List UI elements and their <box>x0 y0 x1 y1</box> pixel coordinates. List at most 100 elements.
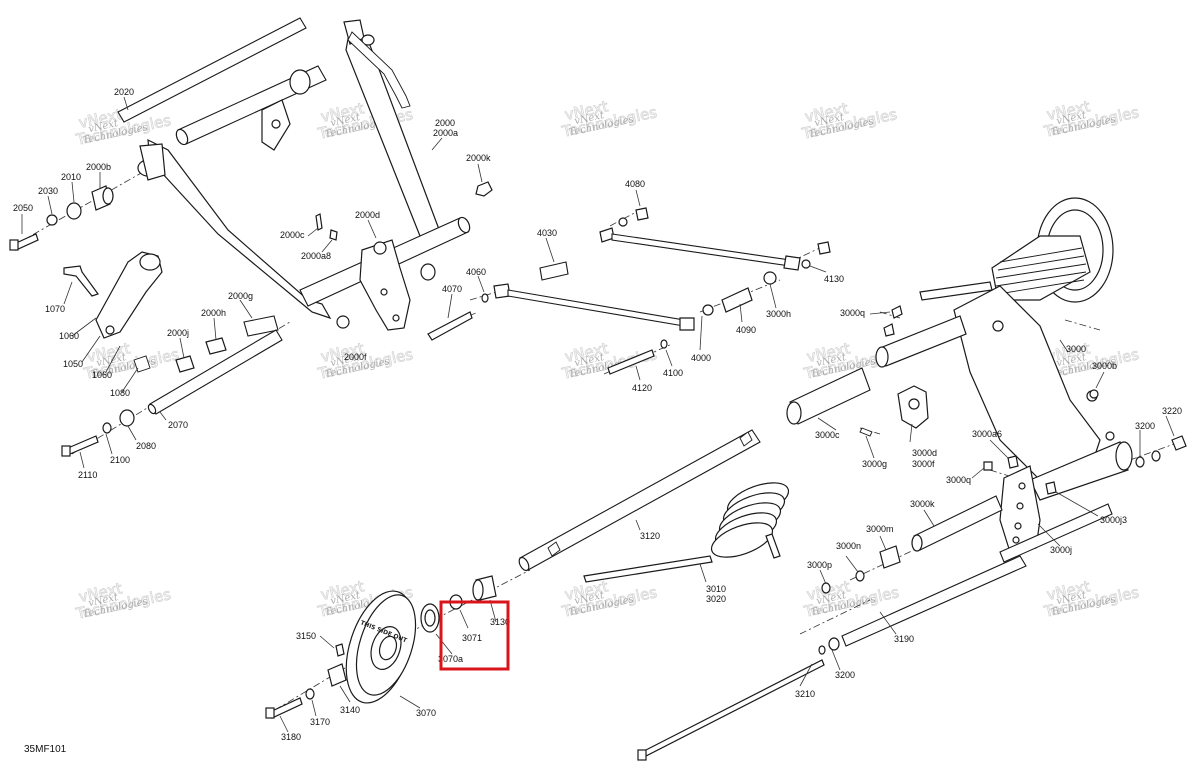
small-bolts-2000c <box>315 213 338 241</box>
label-3000j[interactable]: 3000j <box>1050 545 1072 555</box>
label-4080[interactable]: 4080 <box>625 179 645 189</box>
label-3000f[interactable]: 3000f <box>912 459 935 469</box>
label-4070[interactable]: 4070 <box>442 284 462 294</box>
label-2000g[interactable]: 2000g <box>228 291 253 301</box>
label-3000k[interactable]: 3000k <box>910 499 935 509</box>
label-4000[interactable]: 4000 <box>691 353 711 363</box>
label-3000h[interactable]: 3000h <box>766 309 791 319</box>
label-2080[interactable]: 2080 <box>136 441 156 451</box>
label-3000p[interactable]: 3000p <box>807 560 832 570</box>
front-arm-assembly <box>117 17 471 331</box>
label-2110[interactable]: 2110 <box>78 470 97 480</box>
label-3000q-upper[interactable]: 3000q <box>840 308 865 318</box>
label-3120[interactable]: 3120 <box>640 531 660 541</box>
label-2000[interactable]: 2000 <box>435 118 455 128</box>
label-3000m[interactable]: 3000m <box>866 524 894 534</box>
label-3190[interactable]: 3190 <box>894 634 914 644</box>
label-3000[interactable]: 3000 <box>1066 344 1086 354</box>
label-2000a[interactable]: 2000a <box>433 128 458 138</box>
label-2050[interactable]: 2050 <box>13 203 33 213</box>
idler-wheel-group: THIS SIDE OUT <box>265 575 497 719</box>
label-2070[interactable]: 2070 <box>168 420 188 430</box>
bolt-4070 <box>427 311 473 341</box>
label-3200-lower[interactable]: 3200 <box>835 670 855 680</box>
label-2000h[interactable]: 2000h <box>201 308 226 318</box>
label-3130[interactable]: 3130 <box>490 617 510 627</box>
label-1060b[interactable]: 1060 <box>92 370 112 380</box>
rear-frame-plate <box>953 285 1101 481</box>
upper-left-fasteners <box>9 181 493 251</box>
label-3000d[interactable]: 3000d <box>912 448 937 458</box>
nut-4130 <box>817 241 831 255</box>
label-2030[interactable]: 2030 <box>38 186 58 196</box>
label-4090[interactable]: 4090 <box>736 325 756 335</box>
tie-rods <box>493 207 831 375</box>
label-2000a8[interactable]: 2000a8 <box>301 251 331 261</box>
center-small-parts <box>336 263 489 341</box>
nut-3220 <box>1171 435 1187 451</box>
sleeve-2000h <box>205 337 227 355</box>
label-3000q-lower[interactable]: 3000q <box>946 475 971 485</box>
label-3000c[interactable]: 3000c <box>815 430 840 440</box>
label-3180[interactable]: 3180 <box>281 732 301 742</box>
washer-4060 <box>481 293 489 303</box>
label-3070[interactable]: 3070 <box>416 708 436 718</box>
bolt-3210 <box>641 659 825 758</box>
label-3170[interactable]: 3170 <box>310 717 330 727</box>
label-2000k[interactable]: 2000k <box>466 153 491 163</box>
sleeve-4030 <box>539 261 569 281</box>
label-3020[interactable]: 3020 <box>706 594 726 604</box>
label-2020[interactable]: 2020 <box>114 87 134 97</box>
washer-2000f <box>336 315 350 329</box>
middle-left-parts <box>61 315 283 457</box>
label-3140[interactable]: 3140 <box>340 705 360 715</box>
label-1050[interactable]: 1050 <box>63 359 83 369</box>
label-3220[interactable]: 3220 <box>1162 406 1182 416</box>
spacer-2080 <box>119 409 135 427</box>
label-3200-upper[interactable]: 3200 <box>1135 421 1155 431</box>
rear-arm-assembly <box>637 197 1187 761</box>
label-3210[interactable]: 3210 <box>795 689 815 699</box>
label-4120[interactable]: 4120 <box>632 383 652 393</box>
label-3000g[interactable]: 3000g <box>862 459 887 469</box>
leader-lines <box>21 96 1175 733</box>
label-1080[interactable]: 1080 <box>110 388 130 398</box>
label-3070a[interactable]: 3070a <box>438 654 463 664</box>
diagram-code: 35MF101 <box>24 744 67 755</box>
label-4060[interactable]: 4060 <box>466 267 486 277</box>
upper-rear-tube <box>879 315 967 367</box>
label-3000b[interactable]: 3000b <box>1092 361 1117 371</box>
label-2000b[interactable]: 2000b <box>86 162 111 172</box>
label-3071[interactable]: 3071 <box>462 633 482 643</box>
label-4130[interactable]: 4130 <box>824 274 844 284</box>
bracket-2000d <box>359 239 411 331</box>
label-3150[interactable]: 3150 <box>296 631 316 641</box>
label-2000f[interactable]: 2000f <box>344 352 367 362</box>
shaft-2020 <box>117 17 307 123</box>
label-2010[interactable]: 2010 <box>61 172 81 182</box>
label-2000j[interactable]: 2000j <box>167 328 189 338</box>
bolt-4120 <box>607 349 655 375</box>
label-3000n[interactable]: 3000n <box>836 541 861 551</box>
lever-1050 <box>63 251 163 373</box>
nut-4080 <box>635 207 649 221</box>
label-1070[interactable]: 1070 <box>45 304 65 314</box>
label-2000c[interactable]: 2000c <box>280 230 305 240</box>
label-2100[interactable]: 2100 <box>110 455 130 465</box>
washer-2030 <box>46 214 58 226</box>
label-2000d[interactable]: 2000d <box>355 210 380 220</box>
washer-4100 <box>660 339 668 349</box>
label-4100[interactable]: 4100 <box>663 368 683 378</box>
label-3000j3[interactable]: 3000j3 <box>1100 515 1127 525</box>
highlight-box <box>439 600 510 671</box>
bolt-1070 <box>63 265 99 297</box>
label-1060a[interactable]: 1060 <box>59 331 79 341</box>
washer-2100 <box>102 422 112 434</box>
label-3000a6[interactable]: 3000a6 <box>972 429 1002 439</box>
label-4030[interactable]: 4030 <box>537 228 557 238</box>
label-3010[interactable]: 3010 <box>706 584 726 594</box>
